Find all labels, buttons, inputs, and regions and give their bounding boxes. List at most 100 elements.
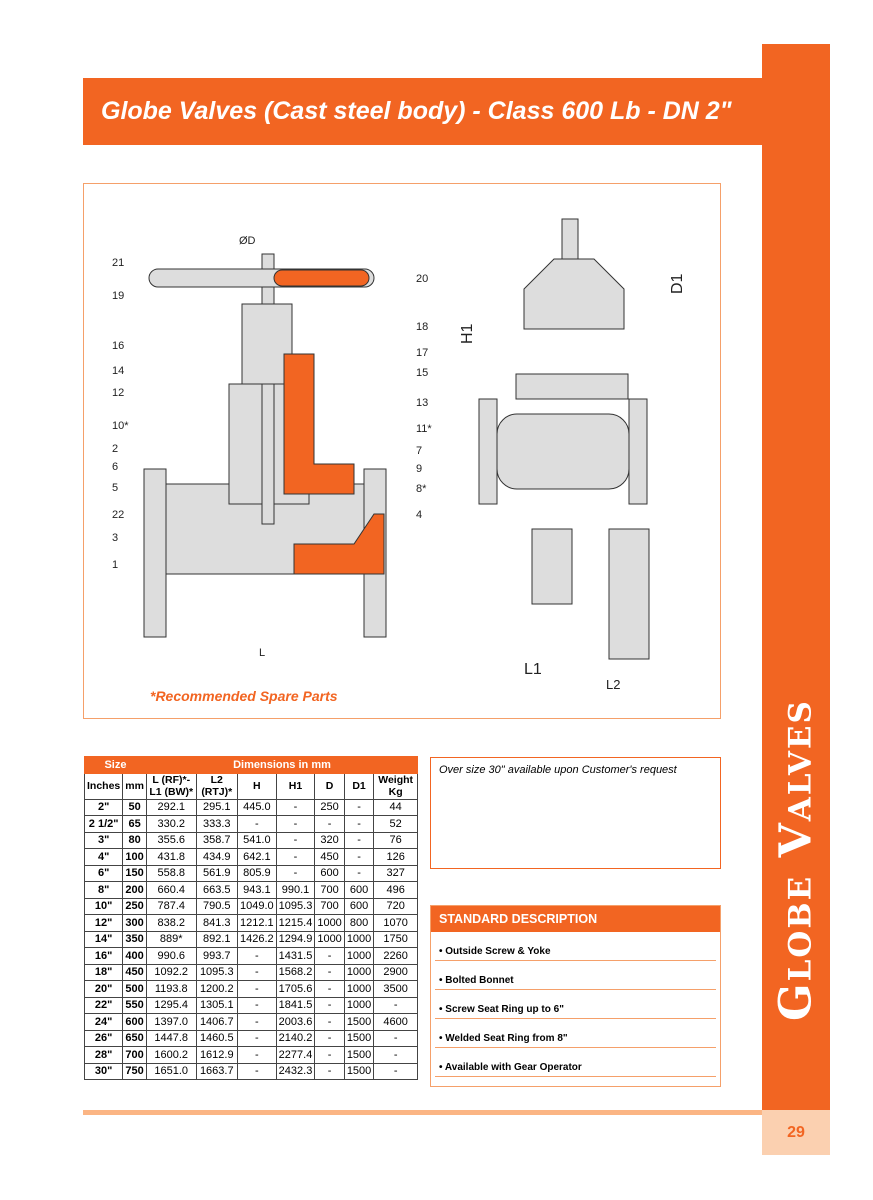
table-cell: 300 bbox=[122, 914, 147, 932]
part-label: 8* bbox=[416, 483, 427, 495]
table-cell: - bbox=[237, 1046, 277, 1064]
handwheel-spare-part bbox=[273, 269, 370, 287]
table-cell: - bbox=[314, 996, 345, 1014]
column-header: D bbox=[314, 772, 345, 800]
table-cell: 3500 bbox=[373, 980, 418, 998]
part-label: 17 bbox=[416, 347, 428, 359]
table-cell: 892.1 bbox=[195, 930, 239, 948]
column-header: H bbox=[237, 772, 277, 800]
table-cell: 1431.5 bbox=[275, 947, 316, 965]
table-cell: 1460.5 bbox=[195, 1029, 239, 1047]
table-cell: 889* bbox=[145, 930, 197, 948]
valve-diagram-frame: ØD L 21 19 16 14 12 10* 2 6 5 22 3 1 20 … bbox=[83, 183, 721, 719]
table-cell: 1000 bbox=[343, 930, 375, 948]
description-item: • Available with Gear Operator bbox=[435, 1048, 716, 1077]
table-cell: - bbox=[343, 831, 375, 849]
table-cell: 3" bbox=[83, 831, 124, 849]
part-label: H1 bbox=[459, 323, 476, 344]
part-label: 6 bbox=[112, 461, 118, 473]
table-cell: 65 bbox=[122, 815, 147, 833]
table-cell: 16" bbox=[83, 947, 124, 965]
table-cell: 550 bbox=[122, 996, 147, 1014]
part-label: 2 bbox=[112, 443, 118, 455]
table-cell: 2900 bbox=[373, 963, 418, 981]
part-label: 12 bbox=[112, 387, 124, 399]
table-cell: 80 bbox=[122, 831, 147, 849]
part-label: 1 bbox=[112, 559, 118, 571]
stem bbox=[261, 253, 275, 525]
table-cell: 561.9 bbox=[195, 864, 239, 882]
part-label: L2 bbox=[606, 677, 620, 692]
table-cell: - bbox=[314, 980, 345, 998]
table-cell: 327 bbox=[373, 864, 418, 882]
table-cell: 600 bbox=[343, 897, 375, 915]
table-cell: - bbox=[237, 1062, 277, 1080]
part-label: 18 bbox=[416, 321, 428, 333]
table-cell: 434.9 bbox=[195, 848, 239, 866]
table-cell: 650 bbox=[122, 1029, 147, 1047]
table-cell: 8" bbox=[83, 881, 124, 899]
table-cell: 993.7 bbox=[195, 947, 239, 965]
table-cell: - bbox=[237, 980, 277, 998]
table-cell: 1070 bbox=[373, 914, 418, 932]
part-label: 22 bbox=[112, 509, 124, 521]
column-header: L (RF)*-L1 (BW)* bbox=[145, 772, 197, 800]
table-cell: 990.6 bbox=[145, 947, 197, 965]
column-header: Weight Kg bbox=[373, 772, 418, 800]
table-cell: 20" bbox=[83, 980, 124, 998]
table-cell: 250 bbox=[122, 897, 147, 915]
table-cell: 2003.6 bbox=[275, 1013, 316, 1031]
part-label: 11* bbox=[416, 423, 432, 435]
table-cell: 450 bbox=[314, 848, 345, 866]
description-item: • Welded Seat Ring from 8" bbox=[435, 1019, 716, 1048]
table-cell: 1612.9 bbox=[195, 1046, 239, 1064]
column-header: H1 bbox=[275, 772, 316, 800]
table-cell: 700 bbox=[122, 1046, 147, 1064]
table-cell: 150 bbox=[122, 864, 147, 882]
table-cell: 1215.4 bbox=[275, 914, 316, 932]
table-cell: 663.5 bbox=[195, 881, 239, 899]
table-cell: 700 bbox=[314, 897, 345, 915]
table-cell: 1049.0 bbox=[237, 897, 277, 915]
side-view bbox=[478, 218, 650, 660]
table-cell: - bbox=[275, 864, 316, 882]
table-cell: - bbox=[314, 815, 345, 833]
table-cell: 1305.1 bbox=[195, 996, 239, 1014]
table-cell: 4600 bbox=[373, 1013, 418, 1031]
table-cell: 355.6 bbox=[145, 831, 197, 849]
table-cell: 1200.2 bbox=[195, 980, 239, 998]
table-cell: 541.0 bbox=[237, 831, 277, 849]
table-cell: 1651.0 bbox=[145, 1062, 197, 1080]
table-cell: 1500 bbox=[343, 1029, 375, 1047]
table-cell: - bbox=[314, 947, 345, 965]
table-cell: 1705.6 bbox=[275, 980, 316, 998]
table-cell: 1095.3 bbox=[195, 963, 239, 981]
table-cell: - bbox=[237, 815, 277, 833]
right-labels: 20 18 17 15 13 11* 7 9 8* 4 bbox=[416, 273, 432, 521]
table-cell: 1500 bbox=[343, 1013, 375, 1031]
table-cell: 18" bbox=[83, 963, 124, 981]
table-cell: 2277.4 bbox=[275, 1046, 316, 1064]
dim-l: L bbox=[259, 647, 265, 659]
table-cell: 126 bbox=[373, 848, 418, 866]
table-cell: - bbox=[314, 1029, 345, 1047]
bonnet-spare-part bbox=[283, 353, 355, 495]
part-label: 19 bbox=[112, 290, 124, 302]
table-cell: 445.0 bbox=[237, 798, 277, 816]
table-cell: 400 bbox=[122, 947, 147, 965]
table-cell: - bbox=[237, 947, 277, 965]
table-cell: 1000 bbox=[343, 996, 375, 1014]
table-cell: 1295.4 bbox=[145, 996, 197, 1014]
table-cell: 330.2 bbox=[145, 815, 197, 833]
table-cell: 1500 bbox=[343, 1062, 375, 1080]
table-cell: 750 bbox=[122, 1062, 147, 1080]
